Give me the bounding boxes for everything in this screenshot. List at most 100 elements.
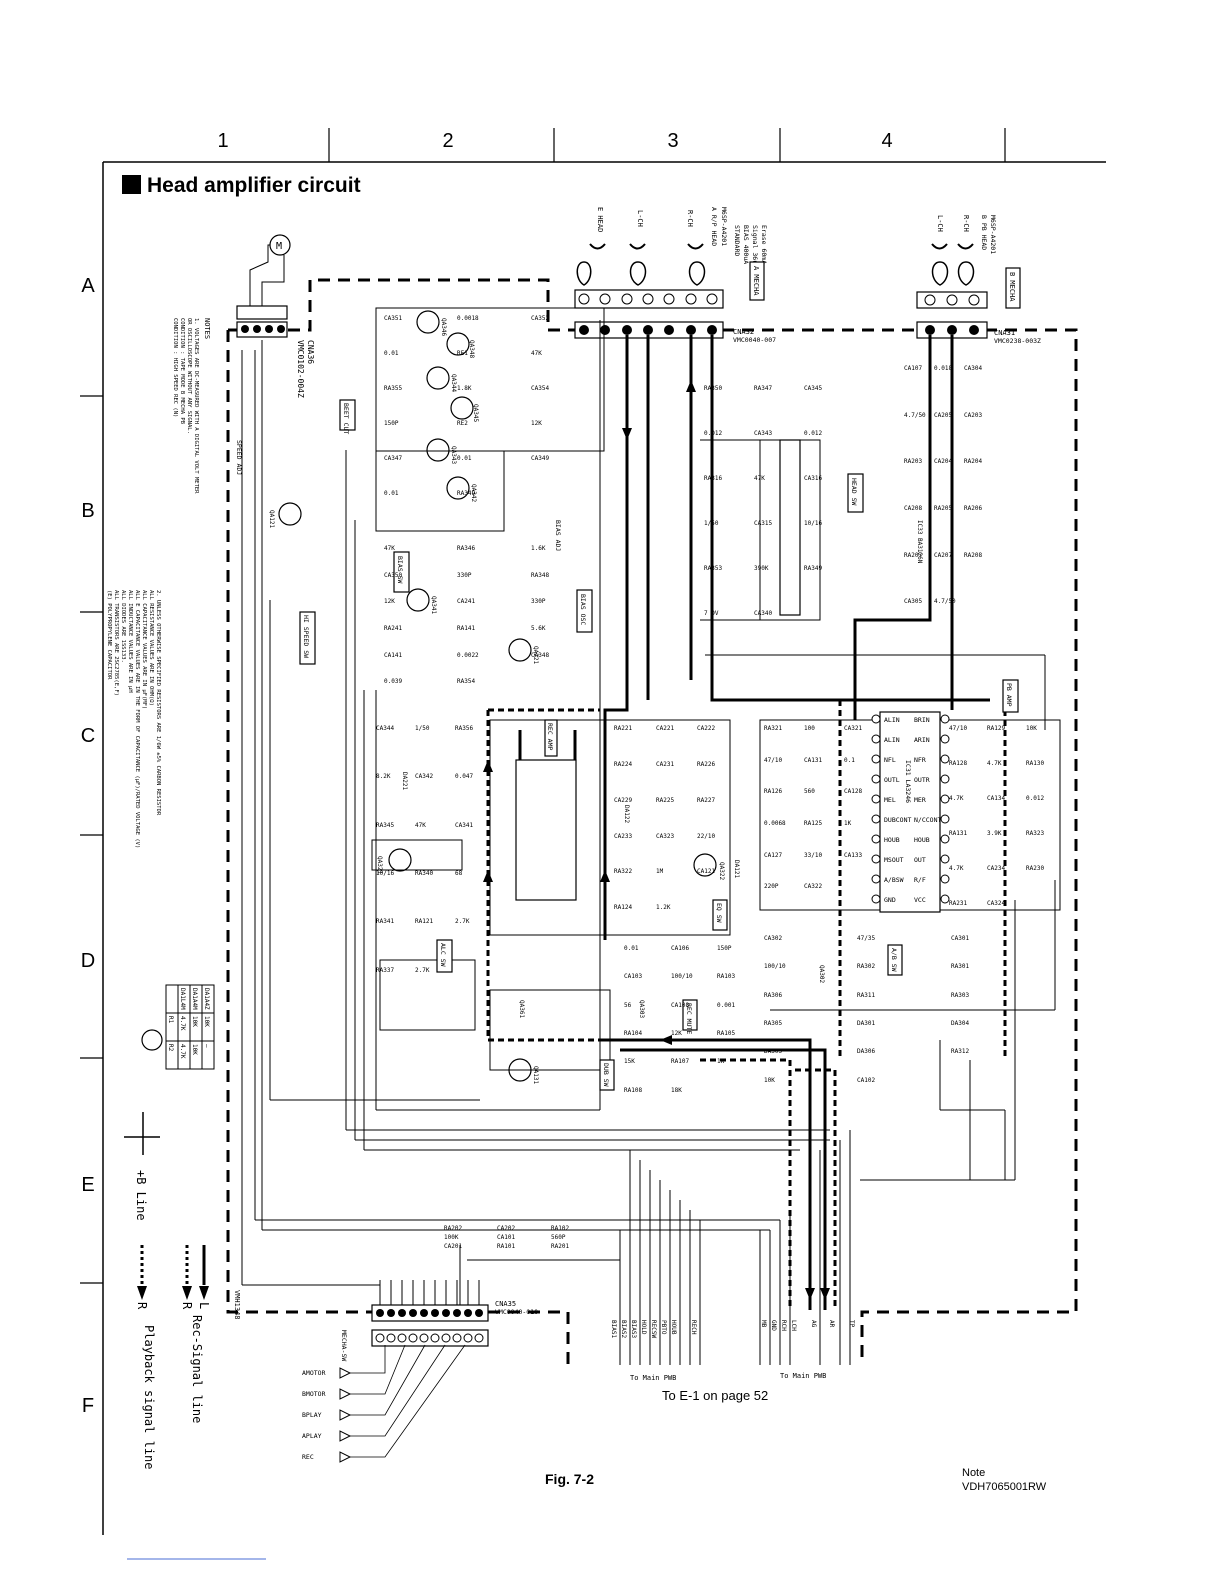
rec-amp-label: REC AMP <box>546 723 554 750</box>
component-ref: RA230 <box>1026 865 1044 872</box>
ic31-pin-marker <box>940 834 950 844</box>
cna35-label: CNA35 <box>495 1300 516 1308</box>
component-ref: DA301 <box>857 1020 875 1027</box>
a-head-ehead-label: E HEAD <box>596 207 604 232</box>
ic31-pin-left: MEL <box>884 796 896 804</box>
component-ref: 12K <box>384 598 395 605</box>
ic31-label: IC31 LA3246 <box>904 760 912 803</box>
cna35-socket <box>397 1333 407 1343</box>
component-ref: RA301 <box>951 963 969 970</box>
component-ref: RA104 <box>624 1030 642 1037</box>
component-ref: RA231 <box>949 900 967 907</box>
component-ref: CA322 <box>804 883 822 890</box>
cna35-socket <box>386 1333 396 1343</box>
ic31-pin-marker <box>940 854 950 864</box>
mecha-sw-wire <box>350 1344 446 1437</box>
table-text: — <box>203 1044 210 1048</box>
cna35-pin <box>442 1309 450 1317</box>
component-ref: RA311 <box>857 992 875 999</box>
bias-sw-label: BIAS SW <box>396 556 404 583</box>
cna31-label: CNA31 <box>994 329 1015 337</box>
component-ref: CA133 <box>844 852 862 859</box>
notes-line: ALL INDUCTANCE VALUES ARE IN µH <box>127 590 133 693</box>
component-ref: 47K <box>415 822 426 829</box>
cna35-pin-label: GND <box>770 1320 777 1331</box>
head-sw-label: HEAD SW <box>850 478 858 505</box>
ic-bodies <box>515 439 941 913</box>
component-ref: 2.7K <box>455 918 470 925</box>
a-head-spec-1: A R/P HEAD <box>710 207 718 246</box>
ic31-pin-right: OUTR <box>914 776 930 784</box>
component-ref: RA303 <box>951 992 969 999</box>
component-ref: 15K <box>624 1058 635 1065</box>
wiring <box>241 307 1061 1365</box>
component-ref: 0.039 <box>384 678 402 685</box>
cna35-pin-label: BIAS1 <box>610 1320 617 1338</box>
component-ref: CA202 <box>497 1225 515 1232</box>
ic31-pin-left: GND <box>884 896 896 904</box>
component-ref: CA131 <box>804 757 822 764</box>
ic31-pin-left: HOUB <box>884 836 900 844</box>
component-ref: DA306 <box>857 1048 875 1055</box>
cna35-socket <box>419 1333 429 1343</box>
component-ref: RA201 <box>551 1243 569 1250</box>
a-head-spec-2: M6SP-A4201 <box>720 207 728 246</box>
hi-speed-sw-label: HI SPEED SW <box>302 615 310 658</box>
component-ref: 2.7K <box>415 967 430 974</box>
component-ref: CA128 <box>844 788 862 795</box>
component-ref: CA350 <box>384 572 402 579</box>
grid-row-b: B <box>81 500 94 522</box>
legend-pb-line: Playback signal line <box>142 1325 156 1470</box>
component-ref: CA354 <box>531 385 549 392</box>
component-ref: RE2 <box>457 420 468 427</box>
cna35-pin-label: AG <box>810 1320 817 1328</box>
cna35-pin-label: RECH <box>690 1320 697 1335</box>
mecha-sw-wire <box>350 1344 426 1416</box>
component-ref: RA341 <box>376 918 394 925</box>
ic31-pin-marker <box>940 874 950 884</box>
component-ref: 0.047 <box>455 773 473 780</box>
component-ref: 4.7K <box>949 795 964 802</box>
table-cell <box>165 984 179 1014</box>
component-ref: RA356 <box>455 725 473 732</box>
component-ref: 3.9K <box>987 830 1002 837</box>
cna36-label: CNA36 <box>306 340 315 364</box>
transistor-ref: QA361 <box>518 1000 525 1018</box>
notes-title: NOTES <box>203 318 211 339</box>
component-ref: 1K <box>717 1058 725 1065</box>
component-ref: CA221 <box>656 725 674 732</box>
title-square <box>122 175 141 194</box>
notes-line: CONDITION : TAPE MODE B MECHA PB <box>179 318 185 425</box>
cna35-socket <box>375 1333 385 1343</box>
ic31-pin-right: HOUB <box>914 836 930 844</box>
ic31-pin-right: MER <box>914 796 926 804</box>
transistor-ref: QA343 <box>450 446 457 464</box>
ic31-pin-marker <box>871 774 881 784</box>
mecha-sw-title: MECHA-SW <box>340 1330 348 1361</box>
component-ref: RA207 <box>904 552 922 559</box>
beet-cut-label: BEET CUT <box>342 403 350 434</box>
table-text: R1 <box>167 1016 174 1024</box>
ic31-pin-marker <box>940 714 950 724</box>
ic31-pin-left: ALIN <box>884 716 900 724</box>
cna35-pin-label: PBTO <box>660 1320 667 1335</box>
component-ref: RA353 <box>704 565 722 572</box>
component-ref: 560 <box>804 788 815 795</box>
transistor-ref: DA221 <box>401 772 408 790</box>
bias-adj-label: BIAS ADJ <box>554 520 562 551</box>
component-ref: RA302 <box>857 963 875 970</box>
component-ref: 1/50 <box>704 520 719 527</box>
mecha-sw-symbol <box>339 1388 352 1400</box>
component-ref: RA306 <box>764 992 782 999</box>
component-ref: 10K <box>1026 725 1037 732</box>
table-text: 4.7K <box>179 1044 186 1059</box>
component-ref: 5.6K <box>531 625 546 632</box>
component-ref: CA341 <box>455 822 473 829</box>
component-ref: RA105 <box>717 1030 735 1037</box>
cna35-pin-label: AR <box>828 1320 835 1328</box>
component-ref: RA102 <box>551 1225 569 1232</box>
component-ref: RA340 <box>415 870 433 877</box>
